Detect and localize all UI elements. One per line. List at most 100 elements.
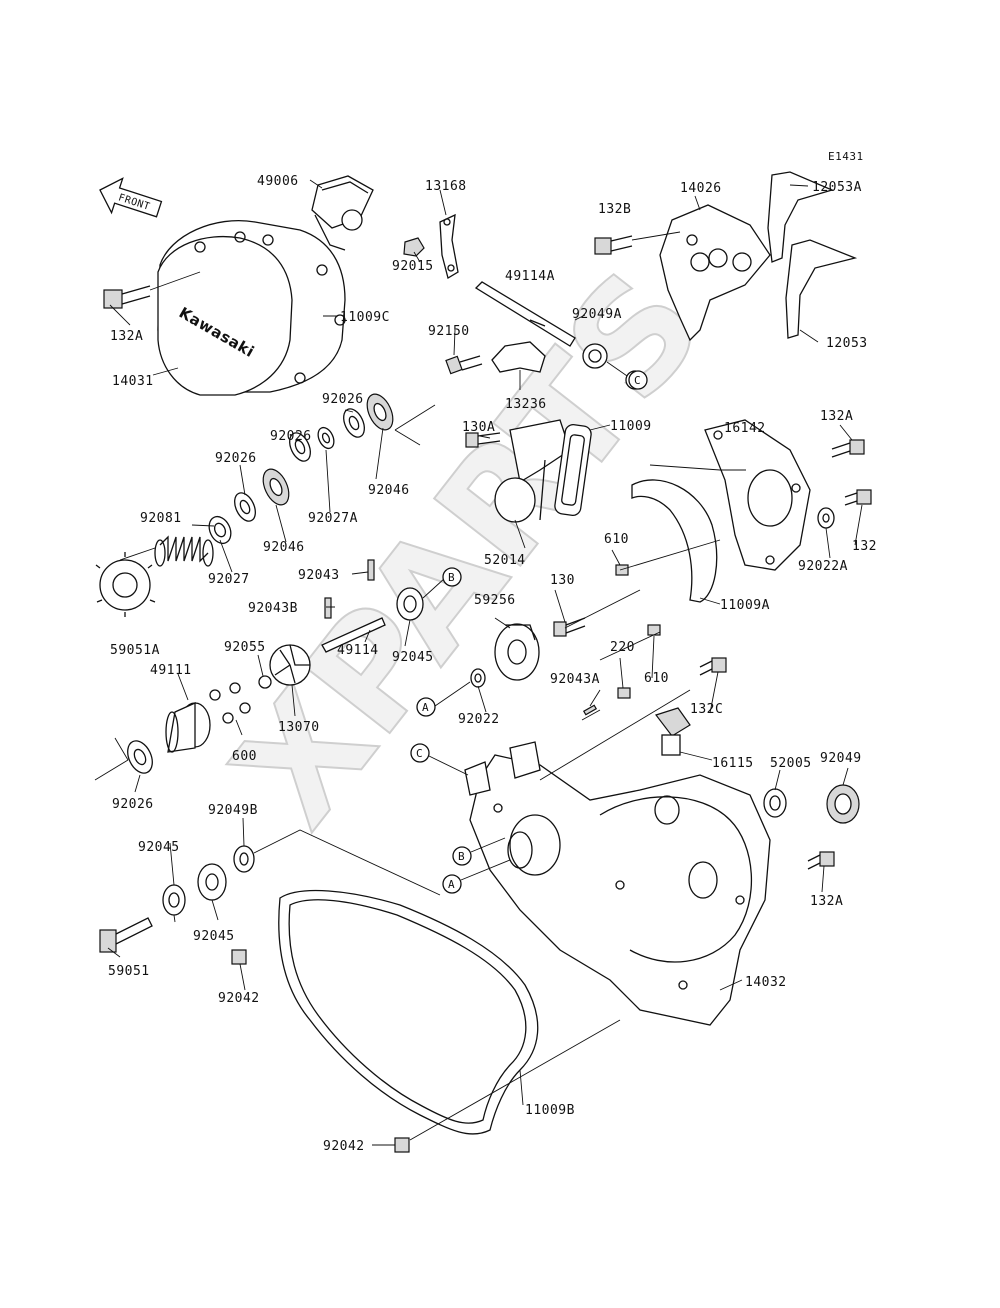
part-16115-plug bbox=[655, 707, 691, 756]
svg-text:A: A bbox=[422, 701, 429, 714]
label-92026-4: 92026 bbox=[112, 797, 154, 812]
label-11009c: 11009C bbox=[340, 310, 390, 325]
part-92015 bbox=[403, 237, 425, 257]
part-52005 bbox=[763, 788, 787, 818]
part-52014-pipe bbox=[494, 419, 571, 523]
part-132b bbox=[594, 231, 681, 255]
part-12053a bbox=[767, 171, 834, 263]
label-132c: 132C bbox=[690, 702, 723, 717]
label-49114a: 49114A bbox=[505, 269, 555, 284]
label-16115: 16115 bbox=[712, 756, 754, 771]
label-16142: 16142 bbox=[724, 421, 766, 436]
part-92027 bbox=[208, 515, 232, 545]
label-14026: 14026 bbox=[680, 181, 722, 196]
label-92049a: 92049A bbox=[572, 307, 622, 322]
part-132 bbox=[844, 489, 872, 506]
part-92049 bbox=[826, 784, 860, 824]
label-92045-3: 92045 bbox=[193, 929, 235, 944]
label-92046-2: 92046 bbox=[263, 540, 305, 555]
part-49114-shaft bbox=[321, 617, 386, 653]
label-130a: 130A bbox=[462, 420, 495, 435]
label-92150: 92150 bbox=[428, 324, 470, 339]
ref-a-left: A bbox=[416, 697, 436, 717]
label-92026-2: 92026 bbox=[270, 429, 312, 444]
part-92046-b bbox=[262, 468, 290, 506]
part-92026-a bbox=[343, 408, 365, 438]
svg-text:A: A bbox=[448, 878, 455, 891]
svg-text:C: C bbox=[634, 374, 641, 387]
part-92026-b bbox=[289, 432, 311, 462]
part-92045-lower-b bbox=[197, 863, 227, 901]
part-130a bbox=[465, 432, 501, 448]
label-92049b: 92049B bbox=[208, 803, 258, 818]
label-49006: 49006 bbox=[257, 174, 299, 189]
part-92022a bbox=[817, 507, 835, 529]
label-610-1: 610 bbox=[604, 532, 629, 547]
part-92043b bbox=[324, 597, 332, 619]
label-52014: 52014 bbox=[484, 553, 526, 568]
label-92042-1: 92042 bbox=[218, 991, 260, 1006]
ref-b-main: B bbox=[452, 846, 472, 866]
part-49006 bbox=[311, 175, 374, 251]
part-92081-spring bbox=[154, 535, 214, 567]
label-92027a: 92027A bbox=[308, 511, 358, 526]
label-49111: 49111 bbox=[150, 663, 192, 678]
label-600: 600 bbox=[232, 749, 257, 764]
label-49114: 49114 bbox=[337, 643, 379, 658]
ref-c-top: C bbox=[628, 370, 648, 390]
part-92022 bbox=[434, 668, 486, 707]
label-52005: 52005 bbox=[770, 756, 812, 771]
part-13236 bbox=[491, 341, 546, 373]
label-14031: 14031 bbox=[112, 374, 154, 389]
part-14032-cover bbox=[464, 741, 771, 1026]
label-130: 130 bbox=[550, 573, 575, 588]
part-59051a-gear bbox=[95, 552, 156, 617]
part-92043 bbox=[367, 559, 375, 581]
label-14032: 14032 bbox=[745, 975, 787, 990]
svg-text:C: C bbox=[416, 747, 423, 760]
label-59256: 59256 bbox=[474, 593, 516, 608]
label-13168: 13168 bbox=[425, 179, 467, 194]
label-92081: 92081 bbox=[140, 511, 182, 526]
part-59051 bbox=[99, 917, 153, 953]
label-132b: 132B bbox=[598, 202, 631, 217]
part-11009b-gasket bbox=[278, 889, 539, 1135]
part-92026-c bbox=[234, 492, 256, 522]
label-92022: 92022 bbox=[458, 712, 500, 727]
label-220: 220 bbox=[610, 640, 635, 655]
label-11009a: 11009A bbox=[720, 598, 770, 613]
label-92055: 92055 bbox=[224, 640, 266, 655]
label-132a-2: 132A bbox=[820, 409, 853, 424]
label-92043: 92043 bbox=[298, 568, 340, 583]
label-59051a: 59051A bbox=[110, 643, 160, 658]
front-arrow-icon: FRONT bbox=[99, 177, 163, 218]
part-92042-a bbox=[231, 949, 247, 965]
clutch-cover-14031: Kawasaki bbox=[157, 220, 346, 396]
part-11009-gasket bbox=[554, 424, 592, 516]
part-610-a bbox=[615, 564, 629, 576]
label-92015: 92015 bbox=[392, 259, 434, 274]
label-92046-1: 92046 bbox=[368, 483, 410, 498]
label-92026-3: 92026 bbox=[215, 451, 257, 466]
part-92045-lower-a bbox=[162, 884, 186, 916]
part-12053 bbox=[785, 239, 858, 339]
part-16142-cover bbox=[704, 419, 811, 571]
part-92055 bbox=[258, 675, 272, 689]
part-13168 bbox=[439, 213, 459, 280]
label-59051: 59051 bbox=[108, 964, 150, 979]
part-13070-impeller bbox=[269, 644, 311, 686]
ref-a-main: A bbox=[442, 874, 462, 894]
label-12053a: 12053A bbox=[812, 180, 862, 195]
ref-b-left: B bbox=[442, 567, 462, 587]
part-220 bbox=[617, 687, 631, 699]
label-92043a: 92043A bbox=[550, 672, 600, 687]
label-92045-2: 92045 bbox=[138, 840, 180, 855]
part-132c bbox=[699, 657, 727, 676]
label-13236: 13236 bbox=[505, 397, 547, 412]
part-610-b bbox=[647, 624, 661, 636]
svg-text:B: B bbox=[458, 850, 465, 863]
part-92027a bbox=[317, 426, 335, 450]
label-132a-3: 132A bbox=[810, 894, 843, 909]
part-59256-impeller bbox=[494, 623, 540, 681]
part-14026 bbox=[659, 204, 771, 342]
